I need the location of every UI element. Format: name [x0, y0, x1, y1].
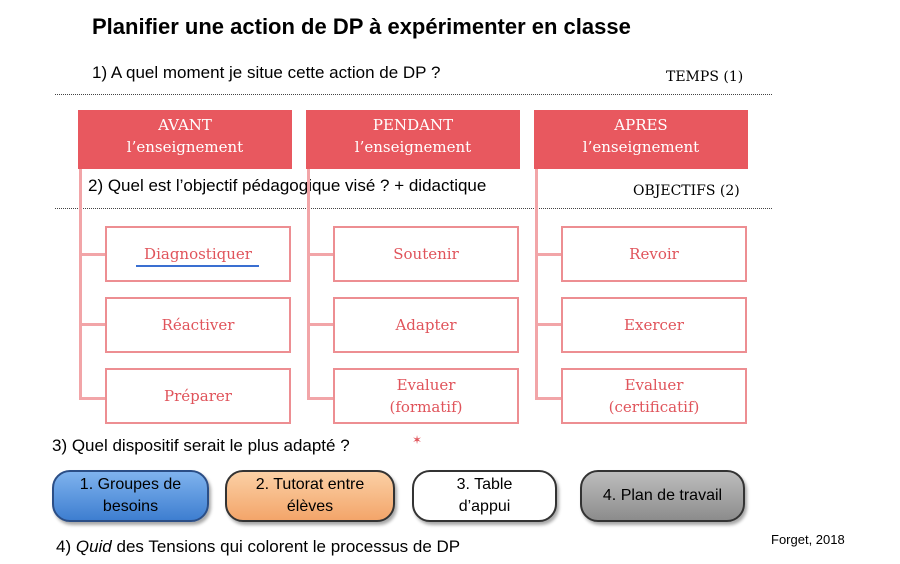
header-pendant: PENDANT l’enseignement [306, 110, 520, 169]
connector-apres-2 [535, 323, 562, 326]
dispositif-plan-travail: 4. Plan de travail [580, 470, 745, 522]
connector-apres-vertical [535, 169, 538, 399]
tag-objectifs: OBJECTIFS (2) [633, 183, 740, 199]
objective-revoir: Revoir [561, 226, 747, 282]
dispositif-label: 2. Tutorat entre [255, 476, 365, 493]
objective-diagnostiquer: Diagnostiquer [105, 226, 291, 282]
dispositif-table-appui: 3. Table d’appui [412, 470, 557, 522]
dispositif-label: 4. Plan de travail [602, 487, 723, 504]
question-3: 3) Quel dispositif serait le plus adapté… [52, 436, 350, 455]
question-4: 4) Quid des Tensions qui colorent le pro… [56, 537, 460, 557]
objective-evaluer-certificatif: Evaluer (certificatif) [561, 368, 747, 424]
header-avant-line2: l’enseignement [126, 138, 244, 156]
dispositif-label: besoins [102, 498, 159, 515]
objective-evaluer-formatif: Evaluer (formatif) [333, 368, 519, 424]
question-1: 1) A quel moment je situe cette action d… [92, 63, 441, 82]
page-title: Planifier une action de DP à expérimente… [92, 14, 631, 39]
divider-temps [55, 94, 772, 95]
connector-avant-3 [79, 397, 106, 400]
question-4-number: 4) [56, 537, 76, 556]
objective-label: Diagnostiquer [144, 245, 252, 263]
connector-pendant-vertical [307, 169, 310, 399]
objective-label: Soutenir [393, 245, 459, 263]
connector-pendant-2 [307, 323, 334, 326]
objective-label: Réactiver [161, 316, 235, 334]
dispositif-tutorat: 2. Tutorat entre élèves [225, 470, 395, 522]
spellcheck-underline [136, 265, 259, 267]
objective-label: Evaluer [396, 376, 456, 394]
tag-temps: TEMPS (1) [666, 69, 744, 85]
header-apres-line1: APRES [614, 116, 668, 134]
objective-label: Revoir [629, 245, 679, 263]
objective-soutenir: Soutenir [333, 226, 519, 282]
credit: Forget, 2018 [771, 532, 845, 547]
connector-avant-1 [79, 253, 106, 256]
header-pendant-line2: l’enseignement [354, 138, 472, 156]
header-apres-line2: l’enseignement [582, 138, 700, 156]
objective-exercer: Exercer [561, 297, 747, 353]
connector-apres-3 [535, 397, 562, 400]
connector-apres-1 [535, 253, 562, 256]
question-4-text: des Tensions qui colorent le processus d… [111, 537, 461, 556]
question-4-italic: Quid [75, 537, 112, 556]
objective-label: Adapter [395, 316, 457, 334]
connector-pendant-3 [307, 397, 334, 400]
dispositif-label: d’appui [458, 498, 511, 515]
objective-adapter: Adapter [333, 297, 519, 353]
connector-avant-vertical [79, 169, 82, 399]
dispositif-groupes-besoins: 1. Groupes de besoins [52, 470, 209, 522]
header-avant-line1: AVANT [158, 116, 212, 134]
header-pendant-line1: PENDANT [372, 116, 454, 134]
objective-label: Préparer [164, 387, 232, 405]
dispositif-label: 3. Table [456, 476, 513, 493]
objective-sublabel: (formatif) [389, 398, 463, 416]
objective-preparer: Préparer [105, 368, 291, 424]
question-2: 2) Quel est l’objectif pédagogique visé … [88, 176, 487, 195]
objective-reactiver: Réactiver [105, 297, 291, 353]
header-apres: APRES l’enseignement [534, 110, 748, 169]
objective-label: Evaluer [624, 376, 684, 394]
divider-objectifs [55, 208, 772, 209]
mark-icon: ✶ [412, 433, 423, 447]
connector-pendant-1 [307, 253, 334, 256]
connector-avant-2 [79, 323, 106, 326]
header-avant: AVANT l’enseignement [78, 110, 292, 169]
dispositif-label: élèves [286, 498, 334, 515]
objective-label: Exercer [624, 316, 684, 334]
objective-sublabel: (certificatif) [608, 398, 700, 416]
dispositif-label: 1. Groupes de [79, 476, 182, 493]
